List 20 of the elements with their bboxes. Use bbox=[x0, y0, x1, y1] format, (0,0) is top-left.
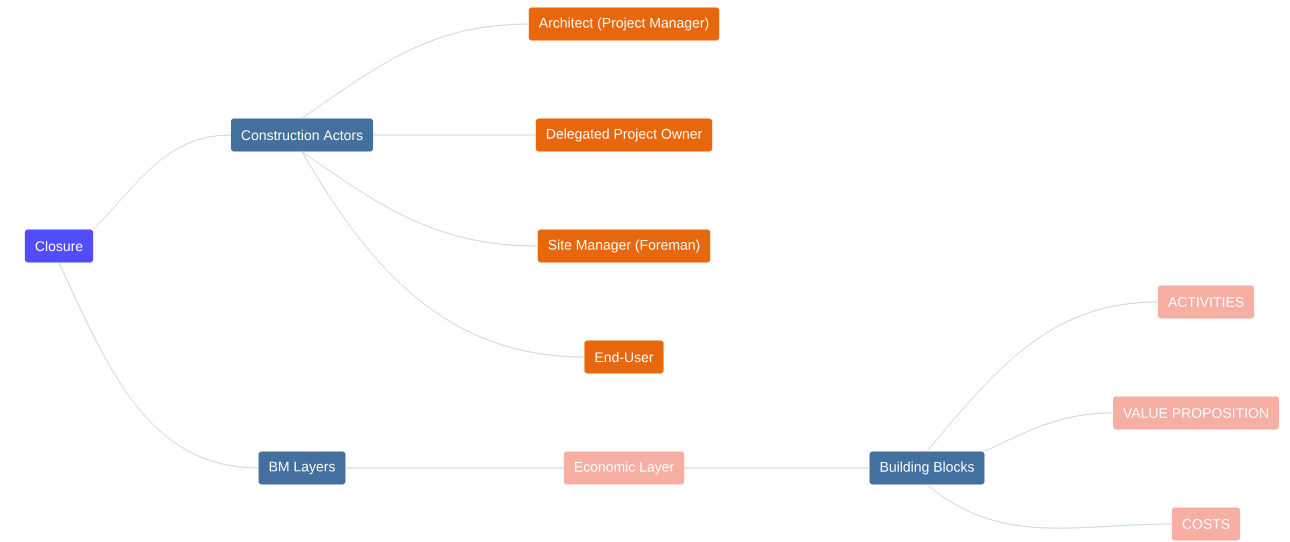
leaf-box: End-User bbox=[584, 340, 664, 374]
leaf-box: Delegated Project Owner bbox=[535, 118, 713, 152]
root-box: Closure bbox=[24, 229, 94, 263]
connector bbox=[926, 301, 1159, 452]
leaf-box: ACTIVITIES bbox=[1157, 285, 1255, 319]
leaf-box: VALUE PROPOSITION bbox=[1113, 396, 1279, 430]
leaf-box: Architect (Project Manager) bbox=[528, 7, 720, 41]
branch-box: Building Blocks bbox=[869, 451, 985, 485]
leaf-box: Economic Layer bbox=[563, 451, 685, 485]
connector bbox=[301, 151, 538, 247]
connector bbox=[984, 412, 1114, 452]
branch-box: BM Layers bbox=[258, 451, 346, 485]
connector bbox=[926, 484, 1173, 529]
connector bbox=[58, 262, 259, 469]
leaf-box: Site Manager (Foreman) bbox=[537, 229, 711, 263]
leaf-box: COSTS bbox=[1171, 507, 1241, 541]
connector bbox=[301, 23, 529, 119]
connector bbox=[301, 151, 585, 358]
connector bbox=[92, 134, 232, 230]
branch-box: Construction Actors bbox=[230, 118, 374, 152]
